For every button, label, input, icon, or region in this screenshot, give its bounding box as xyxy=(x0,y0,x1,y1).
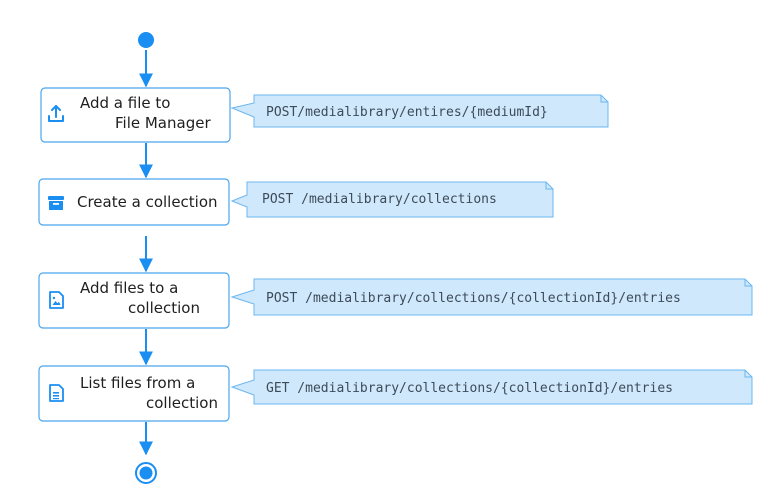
list-file-icon xyxy=(49,384,64,402)
step-2-endpoint-text: POST /medialibrary/collections xyxy=(262,192,497,207)
step-4-label-line-2: collection xyxy=(146,394,218,412)
step-1-label-line-1: Add a file to xyxy=(80,94,170,112)
step-3-endpoint-text: POST /medialibrary/collections/{collecti… xyxy=(266,291,681,306)
step-3-label: Add files to a collection xyxy=(80,279,200,317)
archive-box-icon xyxy=(48,196,64,210)
step-1-label: Add a file to File Manager xyxy=(80,94,211,132)
step-1: Add a file to File Manager POST/medialib… xyxy=(40,87,609,143)
step-3-label-line-2: collection xyxy=(128,299,200,317)
step-3: Add files to a collection POST /medialib… xyxy=(38,272,753,329)
step-4-label: List files from a collection xyxy=(80,374,218,412)
step-2-endpoint-note: POST /medialibrary/collections xyxy=(230,181,554,218)
step-2: Create a collection POST /medialibrary/c… xyxy=(38,178,554,226)
upload-icon xyxy=(48,105,64,122)
step-1-endpoint-text: POST/medialibrary/entires/{mediumId} xyxy=(266,105,548,120)
step-3-endpoint-note: POST /medialibrary/collections/{collecti… xyxy=(230,278,753,316)
image-file-icon xyxy=(49,291,64,309)
step-1-endpoint-note: POST/medialibrary/entires/{mediumId} xyxy=(230,94,609,128)
step-3-label-line-1: Add files to a xyxy=(80,279,178,297)
step-1-label-line-2: File Manager xyxy=(115,114,211,132)
step-2-box xyxy=(38,178,230,226)
step-2-label: Create a collection xyxy=(77,193,218,211)
step-4-endpoint-text: GET /medialibrary/collections/{collectio… xyxy=(266,381,673,396)
end-node xyxy=(135,462,157,484)
step-2-label-line-1: Create a collection xyxy=(77,193,218,211)
step-3-box xyxy=(38,272,230,329)
step-4-endpoint-note: GET /medialibrary/collections/{collectio… xyxy=(230,369,753,405)
start-node xyxy=(138,32,154,48)
step-4-box xyxy=(38,365,230,422)
step-4: List files from a collection GET /medial… xyxy=(38,365,753,422)
step-1-box xyxy=(40,87,231,143)
step-4-label-line-1: List files from a xyxy=(80,374,195,392)
